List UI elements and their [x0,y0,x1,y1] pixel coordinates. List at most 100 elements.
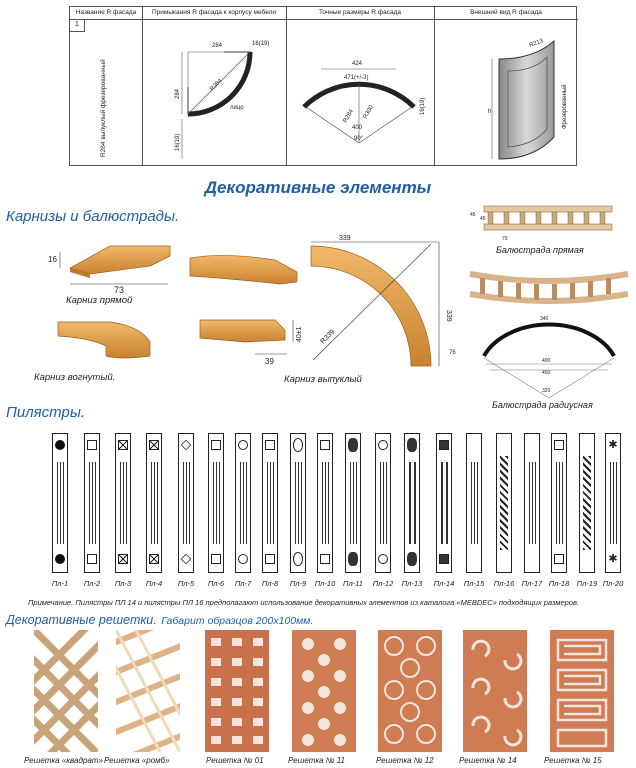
pilaster-label: Пл-16 [493,579,515,588]
cornice-straight-w: 73 [114,285,124,295]
balustrade-straight-label: Балюстрада прямая [496,245,584,255]
pilaster-label: Пл-19 [576,579,598,588]
grille-12-img [378,630,442,752]
section-title: Декоративные элементы [204,178,432,197]
svg-text:340: 340 [540,316,549,322]
pilaster-label: Пл-3 [114,579,132,588]
balustrade-radius-label: Балюстрада радиусная [492,400,593,410]
grilles-heading-line: Декоративные решетки. Габарит образцов 2… [6,611,313,629]
cornice-convex-label: Карниз выпуклый [284,374,362,385]
cornice-convex-side: 76 [449,350,456,356]
pilaster-label: Пл-12 [372,579,394,588]
pilaster-label: Пл-17 [521,579,543,588]
pilaster-label: Пл-5 [177,579,195,588]
header-name: Название R фасада [70,7,142,20]
pilaster-label: Пл-6 [207,579,225,588]
view-h: h [488,109,491,115]
cornice-concave-label: Карниз вогнутый. [34,372,116,383]
pilaster-13 [404,433,420,573]
header-exact: Точные размеры R фасада [286,7,434,20]
svg-text:450: 450 [542,370,551,376]
balustrade-radius-img [469,271,629,304]
grille-label: Решетка № 12 [376,756,434,765]
header-junction: Примыкания R фасада к корпусу мебели [142,7,286,20]
pilaster-3 [115,433,131,573]
grille-label: Решетка № 11 [288,756,345,765]
pilaster-1 [52,433,68,573]
pilaster-16 [496,433,512,573]
exact-t: 16(19) [420,98,426,115]
pilaster-label: Пл-4 [145,579,163,588]
exact-w: 424 [352,61,363,67]
balustrade-straight-img: 45 45 70 [470,205,613,242]
pilaster-label: Пл-8 [261,579,279,588]
exact-drawing: 424 471(+/-3) R284 R300 400 16(19) 90° [302,61,426,144]
svg-text:45: 45 [480,216,486,222]
pilasters-heading: Пилястры. [6,404,86,421]
pilaster-label: Пл-10 [314,579,336,588]
grille-label: Решетка «ромб» [104,756,170,765]
pilaster-label: Пл-15 [463,579,485,588]
row-number: 1 [70,19,85,32]
pilasters-note: Примечание. Пилястры ПЛ 14 и пилястры ПЛ… [28,598,579,607]
junction-t: 16(19) [252,41,269,47]
grille-label: Решетка № 15 [544,756,602,765]
junction-w: 284 [212,43,223,49]
junction-face: лицо [230,105,244,111]
pilaster-2 [84,433,100,573]
cornices-heading: Карнизы и балюстрады. [6,208,180,225]
cornice-straight-h: 16 [48,255,57,264]
grille-14-img [463,630,527,752]
grilles-heading: Декоративные решетки. [6,613,157,627]
grilles-heading-extra: Габарит образцов 200х100мм. [161,615,314,627]
cornice-profile-img: 40±1 39 [199,319,303,366]
pilaster-18 [551,433,567,573]
cornice-convex-w: 339 [339,235,351,242]
svg-text:70: 70 [502,236,508,242]
exact-r1: R284 [343,108,356,124]
pilaster-6 [208,433,224,573]
grille-label: Решетка «квадрат» [24,756,103,765]
pilaster-12 [375,433,391,573]
pilaster-15 [466,433,482,573]
cornice-convex-img: 339 339 R339 76 [310,235,456,367]
cornice-straight-img: 16 73 [48,245,171,295]
junction-b: 16(19) [175,134,181,151]
cornice-convex-p2: 39 [265,357,274,366]
cornice-b-img [189,255,298,285]
pilaster-20: ✱✱ [605,433,621,573]
row-name: R284 выпуклый фрезерованный [100,59,107,157]
pilaster-label: Пл-1 [51,579,69,588]
pilaster-4 [146,433,162,573]
pilaster-14 [436,433,452,573]
pilaster-label: Пл-14 [433,579,455,588]
exact-chord: 400 [352,125,363,131]
exact-r2: R300 [363,104,376,120]
pilaster-label: Пл-7 [234,579,252,588]
exact-angle: 90° [354,136,364,142]
svg-text:400: 400 [542,358,551,364]
grille-rhomb-img [116,630,180,752]
header-view: Внешний вид R фасада [434,7,578,20]
cornice-convex-h: 339 [445,310,452,322]
pilaster-19 [579,433,595,573]
exact-arc: 471(+/-3) [344,75,369,81]
grille-11-img [292,630,356,752]
grille-square-img [34,630,98,752]
pilaster-label: Пл-20 [602,579,624,588]
view-type: Фрезерованный [561,84,568,129]
pilaster-label: Пл-11 [343,579,363,588]
grille-label: Решетка № 14 [459,756,517,765]
cornice-concave-img [57,321,151,359]
pilaster-7 [235,433,251,573]
grille-15-img [550,630,614,752]
grille-01-img [205,630,269,752]
pilaster-11 [345,433,361,573]
pilaster-10 [317,433,333,573]
grille-label: Решетка № 01 [206,756,264,765]
pilaster-label: Пл-18 [548,579,570,588]
pilaster-8 [262,433,278,573]
junction-h: 284 [175,88,181,99]
pilaster-label: Пл-9 [289,579,307,588]
pilaster-17 [524,433,540,573]
